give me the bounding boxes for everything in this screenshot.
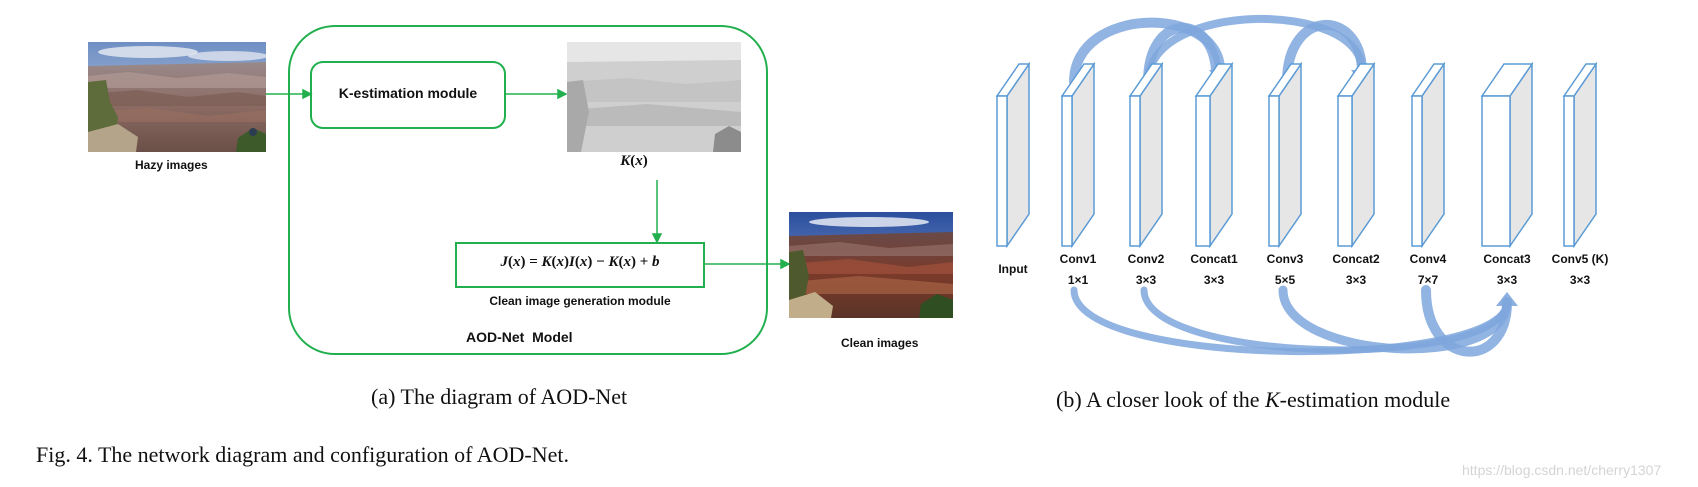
- caption-b: (b) A closer look of the K-estimation mo…: [1056, 387, 1451, 412]
- arc-conv2-concat3: [1140, 286, 1511, 354]
- layer-kernel-size: 3×3: [1569, 273, 1591, 287]
- layer-kernel-size: 3×3: [1345, 273, 1367, 287]
- arc-conv2-concat1: [1143, 23, 1221, 87]
- layers-group: [995, 61, 1598, 249]
- clean-images-label: Clean images: [841, 336, 919, 350]
- layer-name: Conv3: [1266, 252, 1304, 266]
- clean-image-graphic: [789, 212, 953, 318]
- layer-name: Conv2: [1127, 252, 1165, 266]
- layer-slab-conv4: [1410, 61, 1446, 249]
- aod-net-model-label: AOD-Net Model: [466, 329, 573, 345]
- layer-name: Concat1: [1190, 252, 1238, 266]
- k-map-image: [567, 42, 741, 152]
- dehazing-equation: J(x) = K(x)I(x) − K(x) + b: [500, 254, 660, 270]
- k-estimation-box: [310, 61, 506, 129]
- layer-slab-concat3: [1480, 61, 1534, 249]
- layer-slab-conv3: [1267, 61, 1303, 249]
- clean-image: [789, 212, 953, 318]
- clean-generation-box: [455, 242, 705, 288]
- hazy-images-label: Hazy images: [135, 158, 208, 172]
- aod-net-flow: [266, 25, 791, 355]
- layer-name: Concat2: [1332, 252, 1380, 266]
- layer-slab-conv2: [1128, 61, 1164, 249]
- layer-name: Conv4: [1409, 252, 1447, 266]
- layer-name: Concat3: [1483, 252, 1531, 266]
- hazy-image-graphic: [88, 42, 266, 152]
- arc-conv4-concat3: [1421, 285, 1512, 357]
- k-output-label: K(x): [620, 153, 648, 169]
- layer-slab-concat1: [1194, 61, 1234, 249]
- layer-name: Input: [998, 262, 1028, 276]
- layer-kernel-size: 7×7: [1417, 273, 1439, 287]
- caption-a: (a) The diagram of AOD-Net: [371, 384, 628, 409]
- k-estimation-diagram: [995, 15, 1598, 357]
- k-estimation-label: K-estimation module: [338, 85, 478, 101]
- hazy-image: [88, 42, 266, 152]
- arrowhead-concat3: [1496, 292, 1518, 306]
- figure-caption: Fig. 4. The network diagram and configur…: [36, 442, 569, 467]
- arc-conv3-concat3: [1278, 285, 1512, 354]
- layer-kernel-size: 1×1: [1067, 273, 1089, 287]
- watermark: https://blog.csdn.net/cherry1307: [1462, 462, 1662, 478]
- aod-net-model-box: [288, 25, 768, 355]
- skip-connection-arcs: [1069, 15, 1518, 357]
- layer-slab-input: [995, 61, 1031, 249]
- layer-slab-conv1: [1060, 61, 1096, 249]
- layer-slab-conv5-k: [1562, 61, 1598, 249]
- k-map-graphic: [567, 42, 741, 152]
- layer-kernel-size: 5×5: [1274, 273, 1296, 287]
- layer-kernel-size: 3×3: [1135, 273, 1157, 287]
- arc-conv3-concat2: [1282, 19, 1367, 87]
- clean-generation-label: Clean image generation module: [489, 294, 671, 308]
- layer-kernel-size: 3×3: [1203, 273, 1225, 287]
- layer-name: Conv5 (K): [1551, 252, 1609, 266]
- layer-name: Conv1: [1059, 252, 1097, 266]
- layer-kernel-size: 3×3: [1496, 273, 1518, 287]
- layer-slab-concat2: [1336, 61, 1376, 249]
